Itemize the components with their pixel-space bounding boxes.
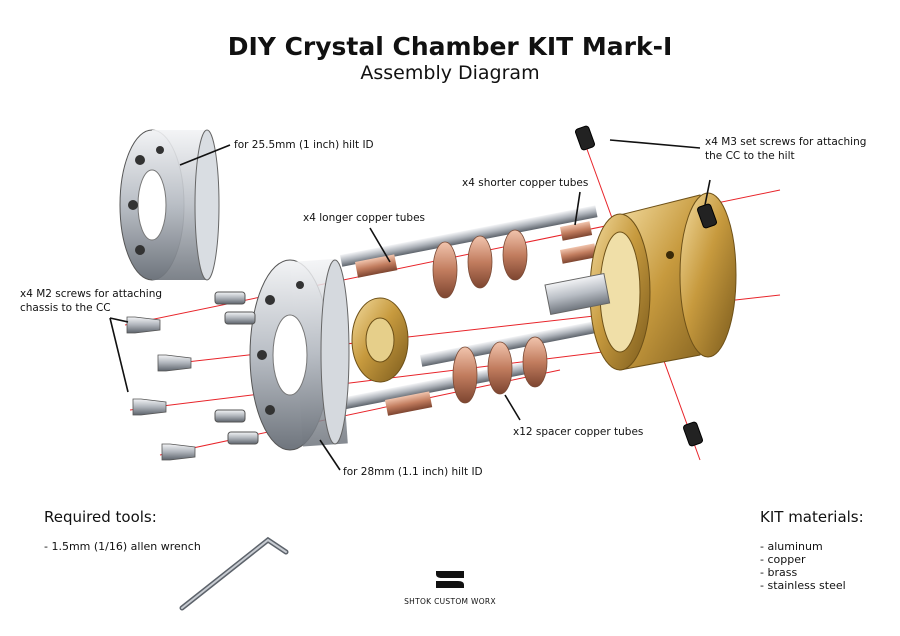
large-chassis-ring — [249, 258, 350, 451]
brass-hub — [351, 297, 409, 383]
page-title: DIY Crystal Chamber KIT Mark-I — [227, 32, 673, 61]
chassis-socket-screws — [214, 291, 259, 445]
tools-heading: Required tools: — [44, 508, 157, 526]
leader-line — [574, 191, 581, 226]
materials-list-item: - aluminum — [760, 540, 823, 553]
callout-short-tubes: x4 shorter copper tubes — [462, 177, 589, 189]
brand-name: SHTOK CUSTOM WORX — [404, 597, 496, 606]
page-subtitle: Assembly Diagram — [360, 62, 540, 84]
brand-logo-icon — [436, 571, 464, 588]
leader-line — [179, 144, 231, 166]
callout-large-hilt: for 28mm (1.1 inch) hilt ID — [343, 466, 483, 478]
small-hilt-ring — [119, 129, 220, 281]
leader-line — [109, 317, 129, 323]
leader-line — [109, 317, 129, 393]
callout-long-tubes: x4 longer copper tubes — [303, 212, 426, 224]
leader-line — [369, 227, 391, 263]
tools-list-item: - 1.5mm (1/16) allen wrench — [44, 540, 201, 553]
materials-list-item: - stainless steel — [760, 579, 846, 592]
materials-heading: KIT materials: — [760, 508, 864, 526]
callout-spacer-tubes: x12 spacer copper tubes — [513, 426, 644, 438]
allen-wrench-illustration — [179, 536, 289, 611]
inner-emitter-part — [544, 272, 611, 316]
tools-list: - 1.5mm (1/16) allen wrench — [44, 540, 201, 553]
brass-end-cap — [589, 192, 737, 371]
materials-list-item: - copper — [760, 553, 806, 566]
m3-set-screws — [575, 125, 717, 447]
materials-list-item: - brass — [760, 566, 798, 579]
spacer-discs — [432, 229, 548, 404]
leader-line — [319, 439, 341, 471]
callout-small-hilt: for 25.5mm (1 inch) hilt ID — [234, 139, 374, 151]
leader-line — [504, 394, 521, 421]
materials-list: - aluminum - copper - brass - stainless … — [760, 540, 846, 592]
leader-line — [609, 139, 701, 149]
callout-m2-screws: x4 M2 screws for attaching chassis to th… — [20, 288, 163, 314]
leader-lines — [109, 139, 711, 471]
callout-m3-set-screws: x4 M3 set screws for attaching the CC to… — [705, 136, 867, 162]
m2-screws — [126, 316, 196, 461]
leader-line — [704, 179, 711, 206]
